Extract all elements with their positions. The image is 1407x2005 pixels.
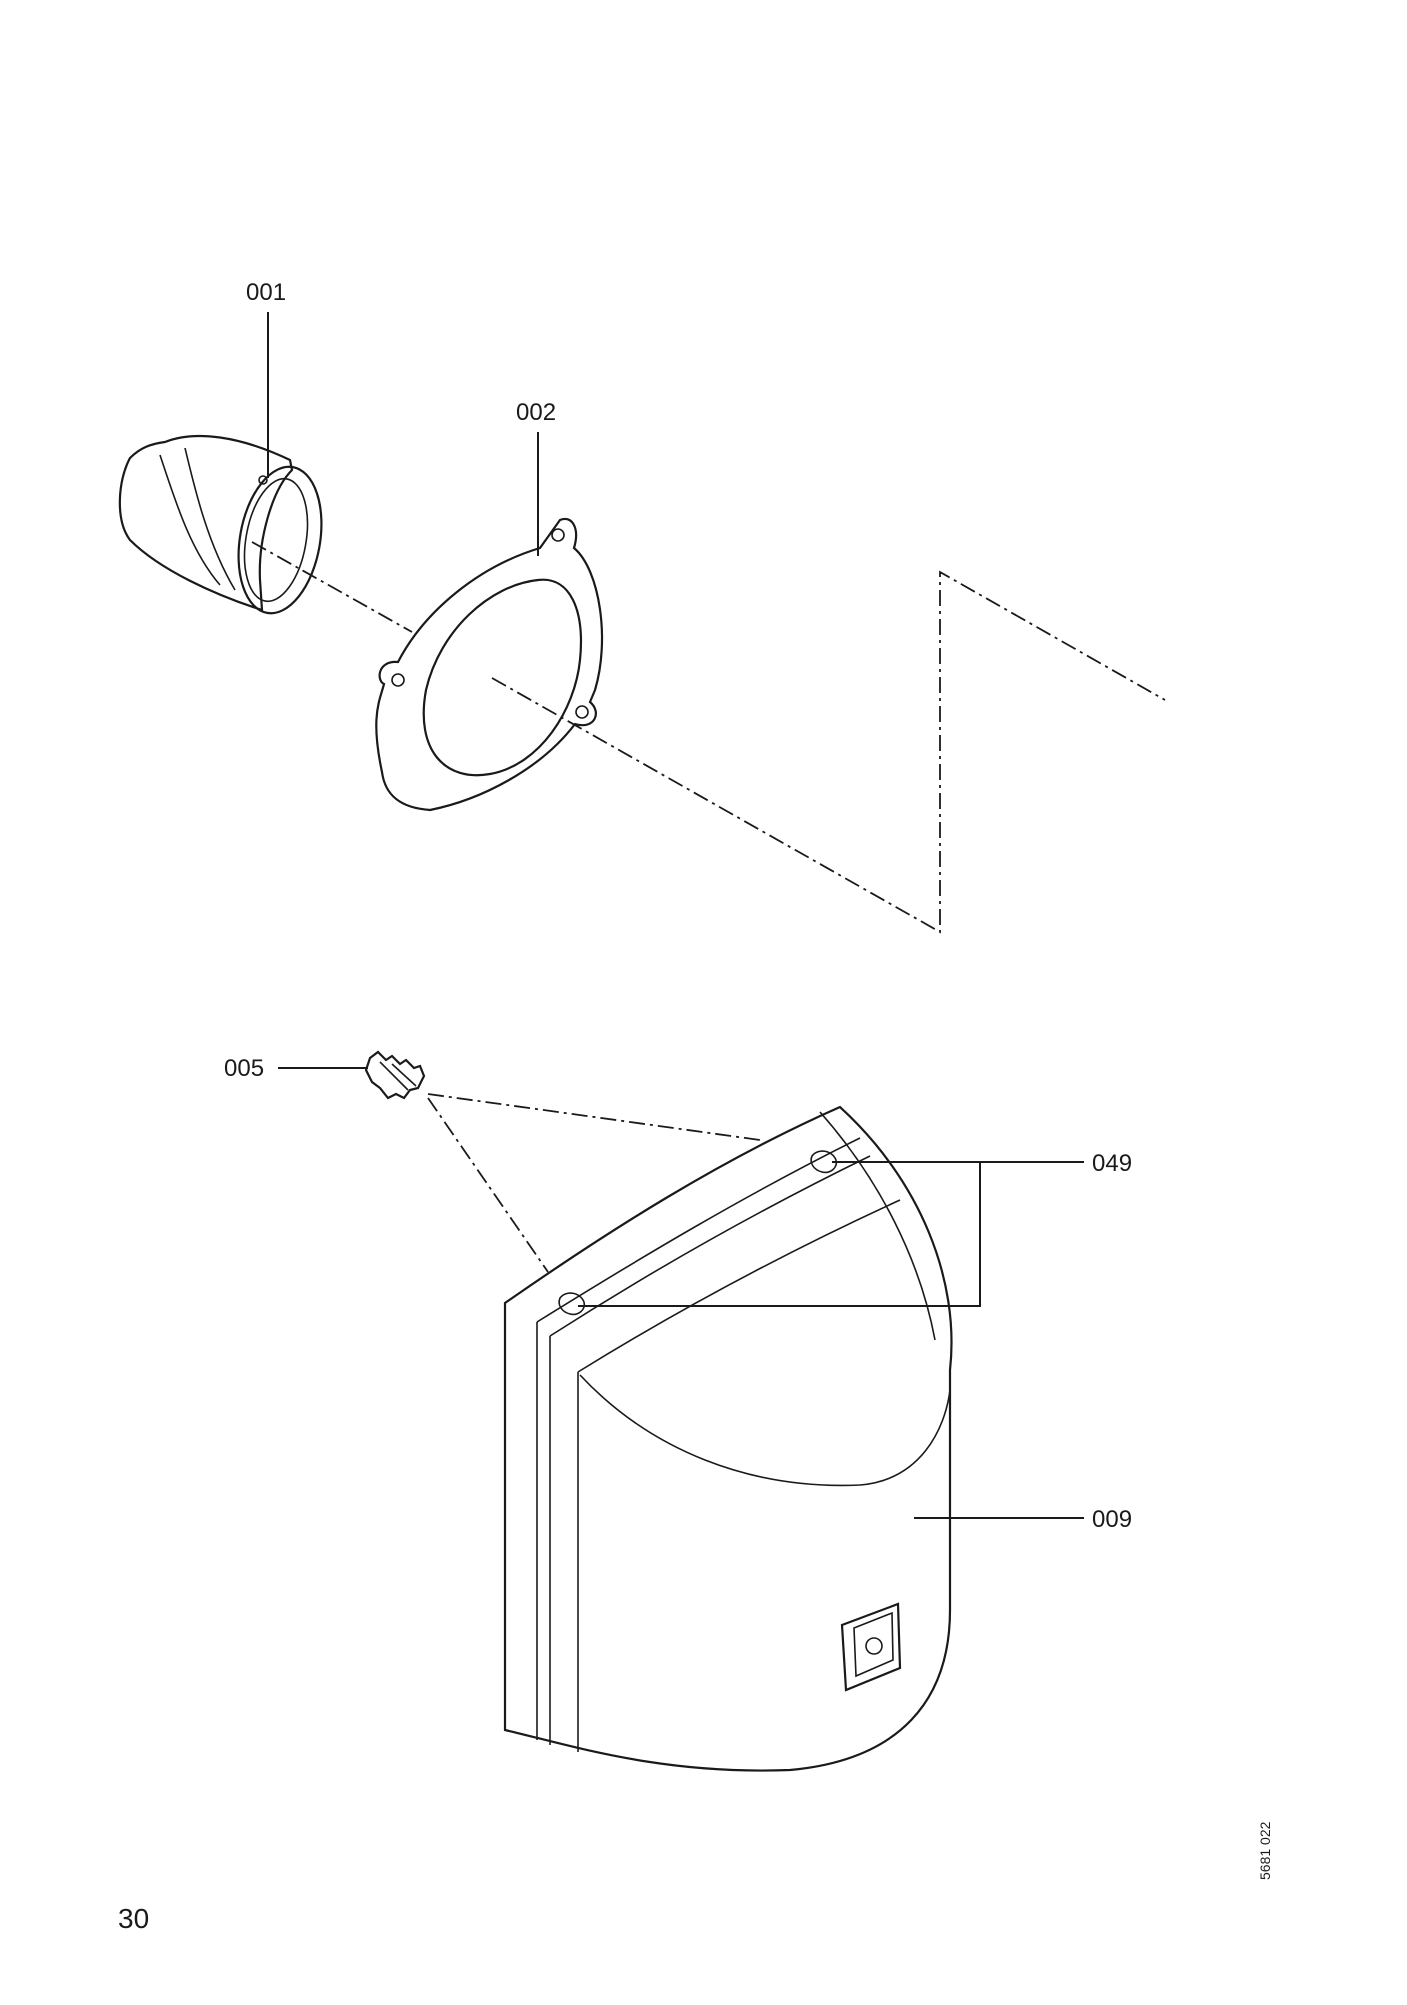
callout-005: 005 [224,1055,264,1082]
callout-001: 001 [246,279,286,306]
part-005-screw [364,1050,426,1100]
leader-049 [578,1161,1084,1307]
callout-049: 049 [1092,1150,1132,1177]
callout-009: 009 [1092,1506,1132,1533]
page-number: 30 [118,1903,149,1934]
drawing-number: 5681 022 [1257,1821,1273,1880]
part-009-hood [503,1105,953,1772]
screw-path-lines [427,1093,761,1273]
part-001-nozzle [118,434,323,615]
part-002-gasket [375,517,604,812]
assembly-axis-line [251,541,1166,934]
callout-002: 002 [516,399,556,426]
